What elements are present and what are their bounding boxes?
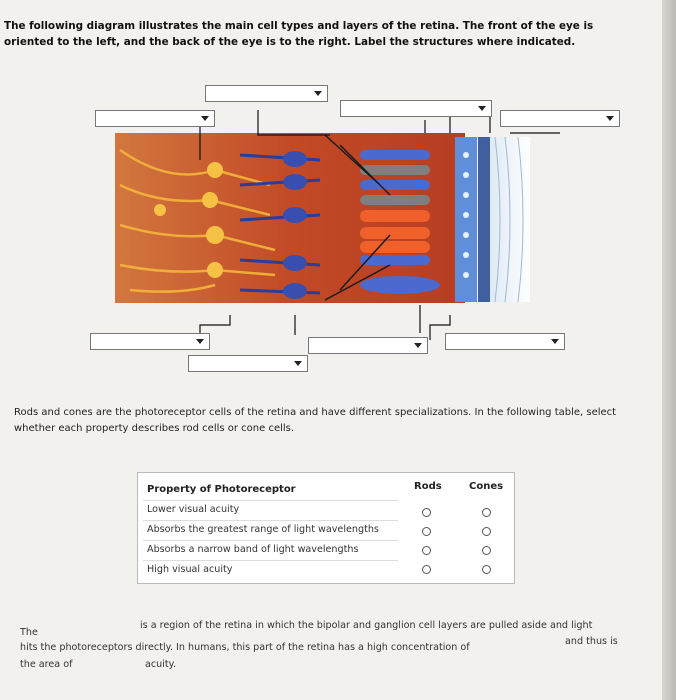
row-divider (143, 520, 398, 521)
label-dropdown-2[interactable] (95, 110, 215, 127)
retina-illustration (115, 110, 560, 340)
pigment-epithelium (455, 137, 477, 302)
radio-row2-cones[interactable] (482, 527, 491, 536)
fill-text-part3: and thus is (565, 636, 618, 647)
chevron-down-icon (414, 343, 422, 348)
header-property: Property of Photoreceptor (147, 484, 296, 495)
ganglion-cells (154, 162, 224, 278)
chevron-down-icon (201, 116, 209, 121)
page-edge (662, 0, 676, 700)
label-dropdown-3[interactable] (340, 100, 492, 117)
fill-text-part1: is a region of the retina in which the b… (140, 620, 593, 631)
chevron-down-icon (196, 339, 204, 344)
row-divider (143, 540, 398, 541)
row-label: Absorbs the greatest range of light wave… (147, 524, 379, 535)
fill-text-part2: hits the photoreceptors directly. In hum… (20, 642, 470, 653)
radio-row1-cones[interactable] (482, 508, 491, 517)
chevron-down-icon (478, 106, 486, 111)
radio-row3-cones[interactable] (482, 546, 491, 555)
fill-text-part5: acuity. (145, 659, 177, 670)
header-rods: Rods (414, 481, 442, 492)
label-dropdown-5[interactable] (90, 333, 210, 350)
chevron-down-icon (294, 361, 302, 366)
row-divider (143, 500, 398, 501)
radio-row4-cones[interactable] (482, 565, 491, 574)
photoreceptors (324, 134, 440, 301)
radio-row4-rods[interactable] (422, 565, 431, 574)
radio-row2-rods[interactable] (422, 527, 431, 536)
label-dropdown-6[interactable] (188, 355, 308, 372)
photoreceptor-table: Property of Photoreceptor Rods Cones Low… (137, 472, 515, 584)
row-label: Lower visual acuity (147, 504, 240, 515)
instructions-text: The following diagram illustrates the ma… (4, 20, 594, 48)
row-divider (143, 560, 398, 561)
label-dropdown-1[interactable] (205, 85, 328, 102)
leader-lines (199, 110, 560, 340)
chevron-down-icon (606, 116, 614, 121)
fill-text-part4: the area of (20, 659, 73, 670)
pigment-granules (463, 152, 469, 278)
header-cones: Cones (469, 481, 504, 492)
label-dropdown-7[interactable] (308, 337, 428, 354)
fill-text-the: The (20, 627, 38, 638)
radio-row3-rods[interactable] (422, 546, 431, 555)
bipolar-cells (239, 151, 321, 299)
radio-row1-rods[interactable] (422, 508, 431, 517)
label-dropdown-8[interactable] (445, 333, 565, 350)
chevron-down-icon (314, 91, 322, 96)
choroid (478, 137, 490, 302)
label-dropdown-4[interactable] (500, 110, 620, 127)
row-label: High visual acuity (147, 564, 233, 575)
table-instructions: Rods and cones are the photoreceptor cel… (14, 407, 617, 434)
row-label: Absorbs a narrow band of light wavelengt… (147, 544, 359, 555)
chevron-down-icon (551, 339, 559, 344)
retina-diagram (90, 75, 620, 375)
ganglion-fibers (119, 148, 276, 293)
